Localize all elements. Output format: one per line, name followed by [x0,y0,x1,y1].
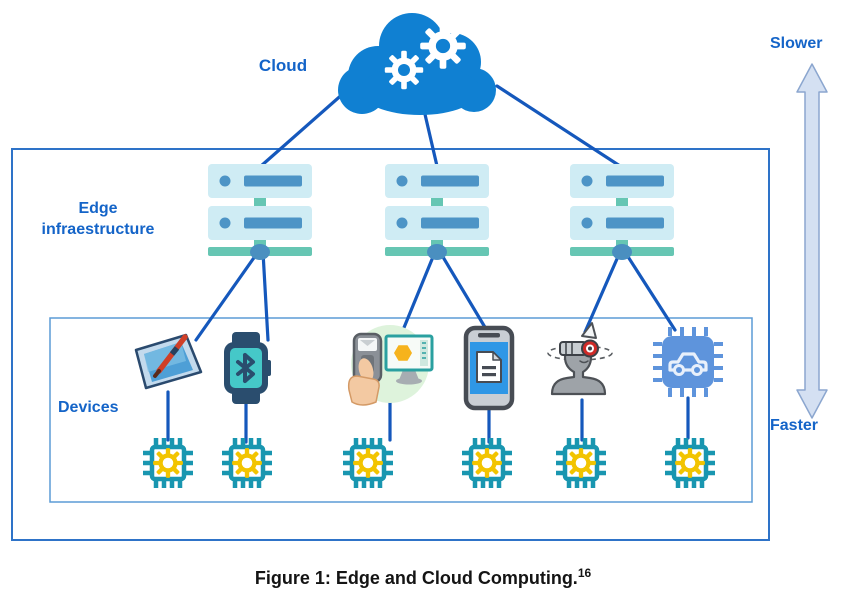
mobile-document-icon [463,325,515,411]
edge-server-icon-3 [570,164,674,260]
faster-label: Faster [770,417,819,434]
cloud-icon [338,13,496,115]
figure-caption: Figure 1: Edge and Cloud Computing.16 [0,566,846,589]
bluetooth-icon [236,353,255,383]
vr-headset-person-icon [547,322,613,396]
processor-chip-icon [665,438,715,488]
gear-icon [420,23,466,69]
connection-lines [166,84,690,444]
caption-footnote: 16 [577,566,592,580]
devices-box [49,317,753,503]
processor-chip-icon [556,438,606,488]
edge-server-icon-2 [385,164,489,260]
processor-chip-icon [462,438,512,488]
processor-chip-icon [343,438,393,488]
devices-label: Devices [58,399,119,416]
drawing-tablet-icon [134,333,203,390]
processor-chip-icon [222,438,272,488]
edge-server-icon-1 [208,164,312,260]
car-chip-icon [653,327,723,397]
slower-label: Slower [770,35,823,52]
remote-monitor-icon [347,325,434,406]
edge-infrastructure-label: Edge infraestructure [41,200,155,238]
smartwatch-icon [224,332,271,404]
edge-infrastructure-box [11,148,770,541]
speed-arrow [796,63,828,419]
caption-text: Figure 1: Edge and Cloud Computing. [254,568,578,588]
gear-icon [384,50,424,90]
cloud-label: Cloud [258,56,308,75]
processor-chip-icon [143,438,193,488]
